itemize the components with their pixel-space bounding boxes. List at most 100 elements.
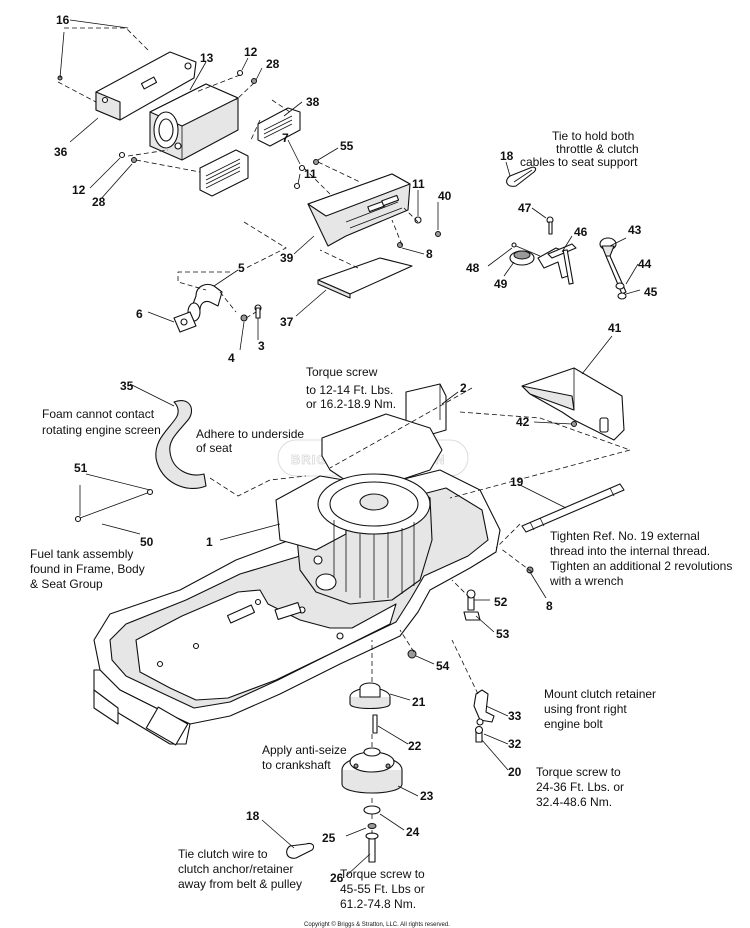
foam-strip (155, 400, 207, 490)
note-line: engine bolt (544, 717, 603, 731)
callout-28: 28 (92, 195, 106, 209)
callout-43: 43 (628, 223, 642, 237)
copyright: Copyright © Briggs & Stratton, LLC. All … (304, 921, 450, 928)
callout-19: 19 (510, 475, 524, 489)
callout-16: 16 (56, 13, 70, 27)
heat-shield-top (95, 51, 197, 121)
callout-46: 46 (574, 225, 588, 239)
callout-20: 20 (508, 765, 522, 779)
note-line: & Seat Group (30, 577, 103, 591)
callout-23: 23 (420, 789, 434, 803)
note-line: throttle & clutch (556, 142, 639, 156)
note-line: Adhere to underside (196, 427, 304, 441)
muffler-shield-left (199, 149, 249, 197)
callout-6: 6 (136, 307, 143, 321)
note-line: Torque screw (306, 365, 378, 379)
seat-support-bracket (521, 367, 625, 441)
callout-36: 36 (54, 145, 68, 159)
exhaust-elbow (173, 283, 262, 333)
callout-26: 26 (330, 871, 344, 885)
callout-41: 41 (608, 321, 622, 335)
engine-shroud (307, 173, 411, 247)
note-mount-clutch: Mount clutch retainer using front right … (544, 687, 656, 731)
note-line: with a wrench (549, 574, 623, 588)
callout-35: 35 (120, 379, 134, 393)
note-tie-clutch: Tie clutch wire to clutch anchor/retaine… (178, 847, 302, 891)
callout-50: 50 (140, 535, 154, 549)
throttle-assembly (509, 216, 577, 285)
callout-2: 2 (460, 381, 467, 395)
callout-11: 11 (412, 177, 425, 191)
dipstick (599, 237, 627, 300)
callout-24: 24 (406, 825, 420, 839)
note-line: of seat (196, 441, 233, 455)
callout-42: 42 (516, 415, 530, 429)
callout-32: 32 (508, 737, 522, 751)
callout-48: 48 (466, 261, 480, 275)
note-line: rotating engine screen (42, 423, 161, 437)
callout-11: 11 (304, 167, 317, 181)
note-line: Tie clutch wire to (178, 847, 268, 861)
clutch-retainer (473, 689, 495, 743)
callout-54: 54 (436, 659, 450, 673)
foam-pad (317, 257, 413, 299)
callout-12: 12 (72, 183, 86, 197)
callout-18: 18 (246, 809, 260, 823)
pulley-clutch (341, 682, 403, 863)
note-line: Tighten Ref. No. 19 external (550, 529, 700, 543)
note-line: Foam cannot contact (42, 407, 155, 421)
note-line: 61.2-74.8 Nm. (340, 897, 416, 911)
frame-bolt-parts (407, 566, 534, 659)
note-adhere: Adhere to underside of seat (196, 427, 304, 455)
callout-1: 1 (206, 535, 213, 549)
note-line: away from belt & pulley (178, 877, 302, 891)
note-line: clutch anchor/retainer (178, 862, 293, 876)
muffler-shield-right (257, 107, 301, 147)
note-line: 24-36 Ft. Lbs. or (536, 780, 624, 794)
callout-numbers: 16 13 12 28 38 36 7 55 11 12 28 11 40 39… (54, 13, 658, 885)
callout-49: 49 (494, 277, 508, 291)
leaders-middle (209, 387, 632, 834)
callout-38: 38 (306, 95, 320, 109)
note-line: or 16.2-18.9 Nm. (306, 397, 396, 411)
callout-8: 8 (546, 599, 553, 613)
callout-21: 21 (412, 695, 426, 709)
leaders-top-left (57, 27, 419, 319)
callout-22: 22 (408, 739, 422, 753)
callout-3: 3 (258, 339, 265, 353)
cable-tie-bottom (286, 842, 315, 859)
note-line: found in Frame, Body (30, 562, 145, 576)
note-line: Apply anti-seize (262, 743, 347, 757)
callout-53: 53 (496, 627, 510, 641)
fuel-line (74, 485, 154, 523)
callout-28: 28 (266, 57, 280, 71)
callout-7: 7 (282, 131, 289, 145)
note-line: Tie to hold both (552, 129, 634, 143)
callout-45: 45 (644, 285, 658, 299)
note-line: Fuel tank assembly (30, 547, 133, 561)
callout-39: 39 (280, 251, 294, 265)
engine (275, 473, 433, 605)
callout-52: 52 (494, 595, 508, 609)
callout-8: 8 (426, 247, 433, 261)
note-torque-45-55: Torque screw to 45-55 Ft. Lbs or 61.2-74… (340, 867, 425, 911)
note-line: cables to seat support (520, 155, 638, 169)
note-torque-12-14: Torque screw to 12-14 Ft. Lbs. or 16.2-1… (306, 365, 396, 411)
callout-18: 18 (500, 149, 514, 163)
callout-33: 33 (508, 709, 522, 723)
note-line: Torque screw to (536, 765, 621, 779)
note-fuel-tank: Fuel tank assembly found in Frame, Body … (30, 547, 145, 591)
note-line: Mount clutch retainer (544, 687, 656, 701)
callout-13: 13 (200, 51, 214, 65)
note-line: to 12-14 Ft. Lbs. (306, 383, 393, 397)
note-line: 45-55 Ft. Lbs or (340, 882, 425, 896)
callout-55: 55 (340, 139, 354, 153)
note-tighten-19: Tighten Ref. No. 19 external thread into… (549, 529, 732, 588)
note-anti-seize: Apply anti-seize to crankshaft (262, 743, 347, 772)
note-line: to crankshaft (262, 758, 331, 772)
callout-5: 5 (238, 261, 245, 275)
callout-47: 47 (518, 201, 532, 215)
callout-leaders (59, 19, 641, 877)
note-line: thread into the internal thread. (550, 544, 710, 558)
note-line: Tighten an additional 2 revolutions (550, 559, 732, 573)
